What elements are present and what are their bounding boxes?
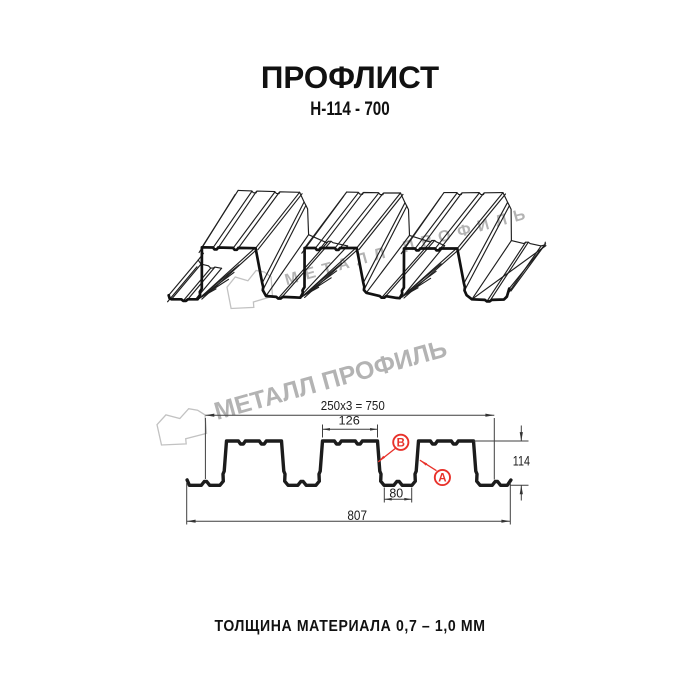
svg-text:В: В [397, 437, 405, 449]
svg-text:126: 126 [339, 414, 361, 428]
svg-text:114: 114 [513, 453, 531, 468]
svg-text:807: 807 [347, 507, 367, 523]
svg-text:А: А [438, 473, 446, 485]
svg-text:250x3 = 750: 250x3 = 750 [321, 398, 385, 413]
svg-text:80: 80 [389, 486, 403, 501]
